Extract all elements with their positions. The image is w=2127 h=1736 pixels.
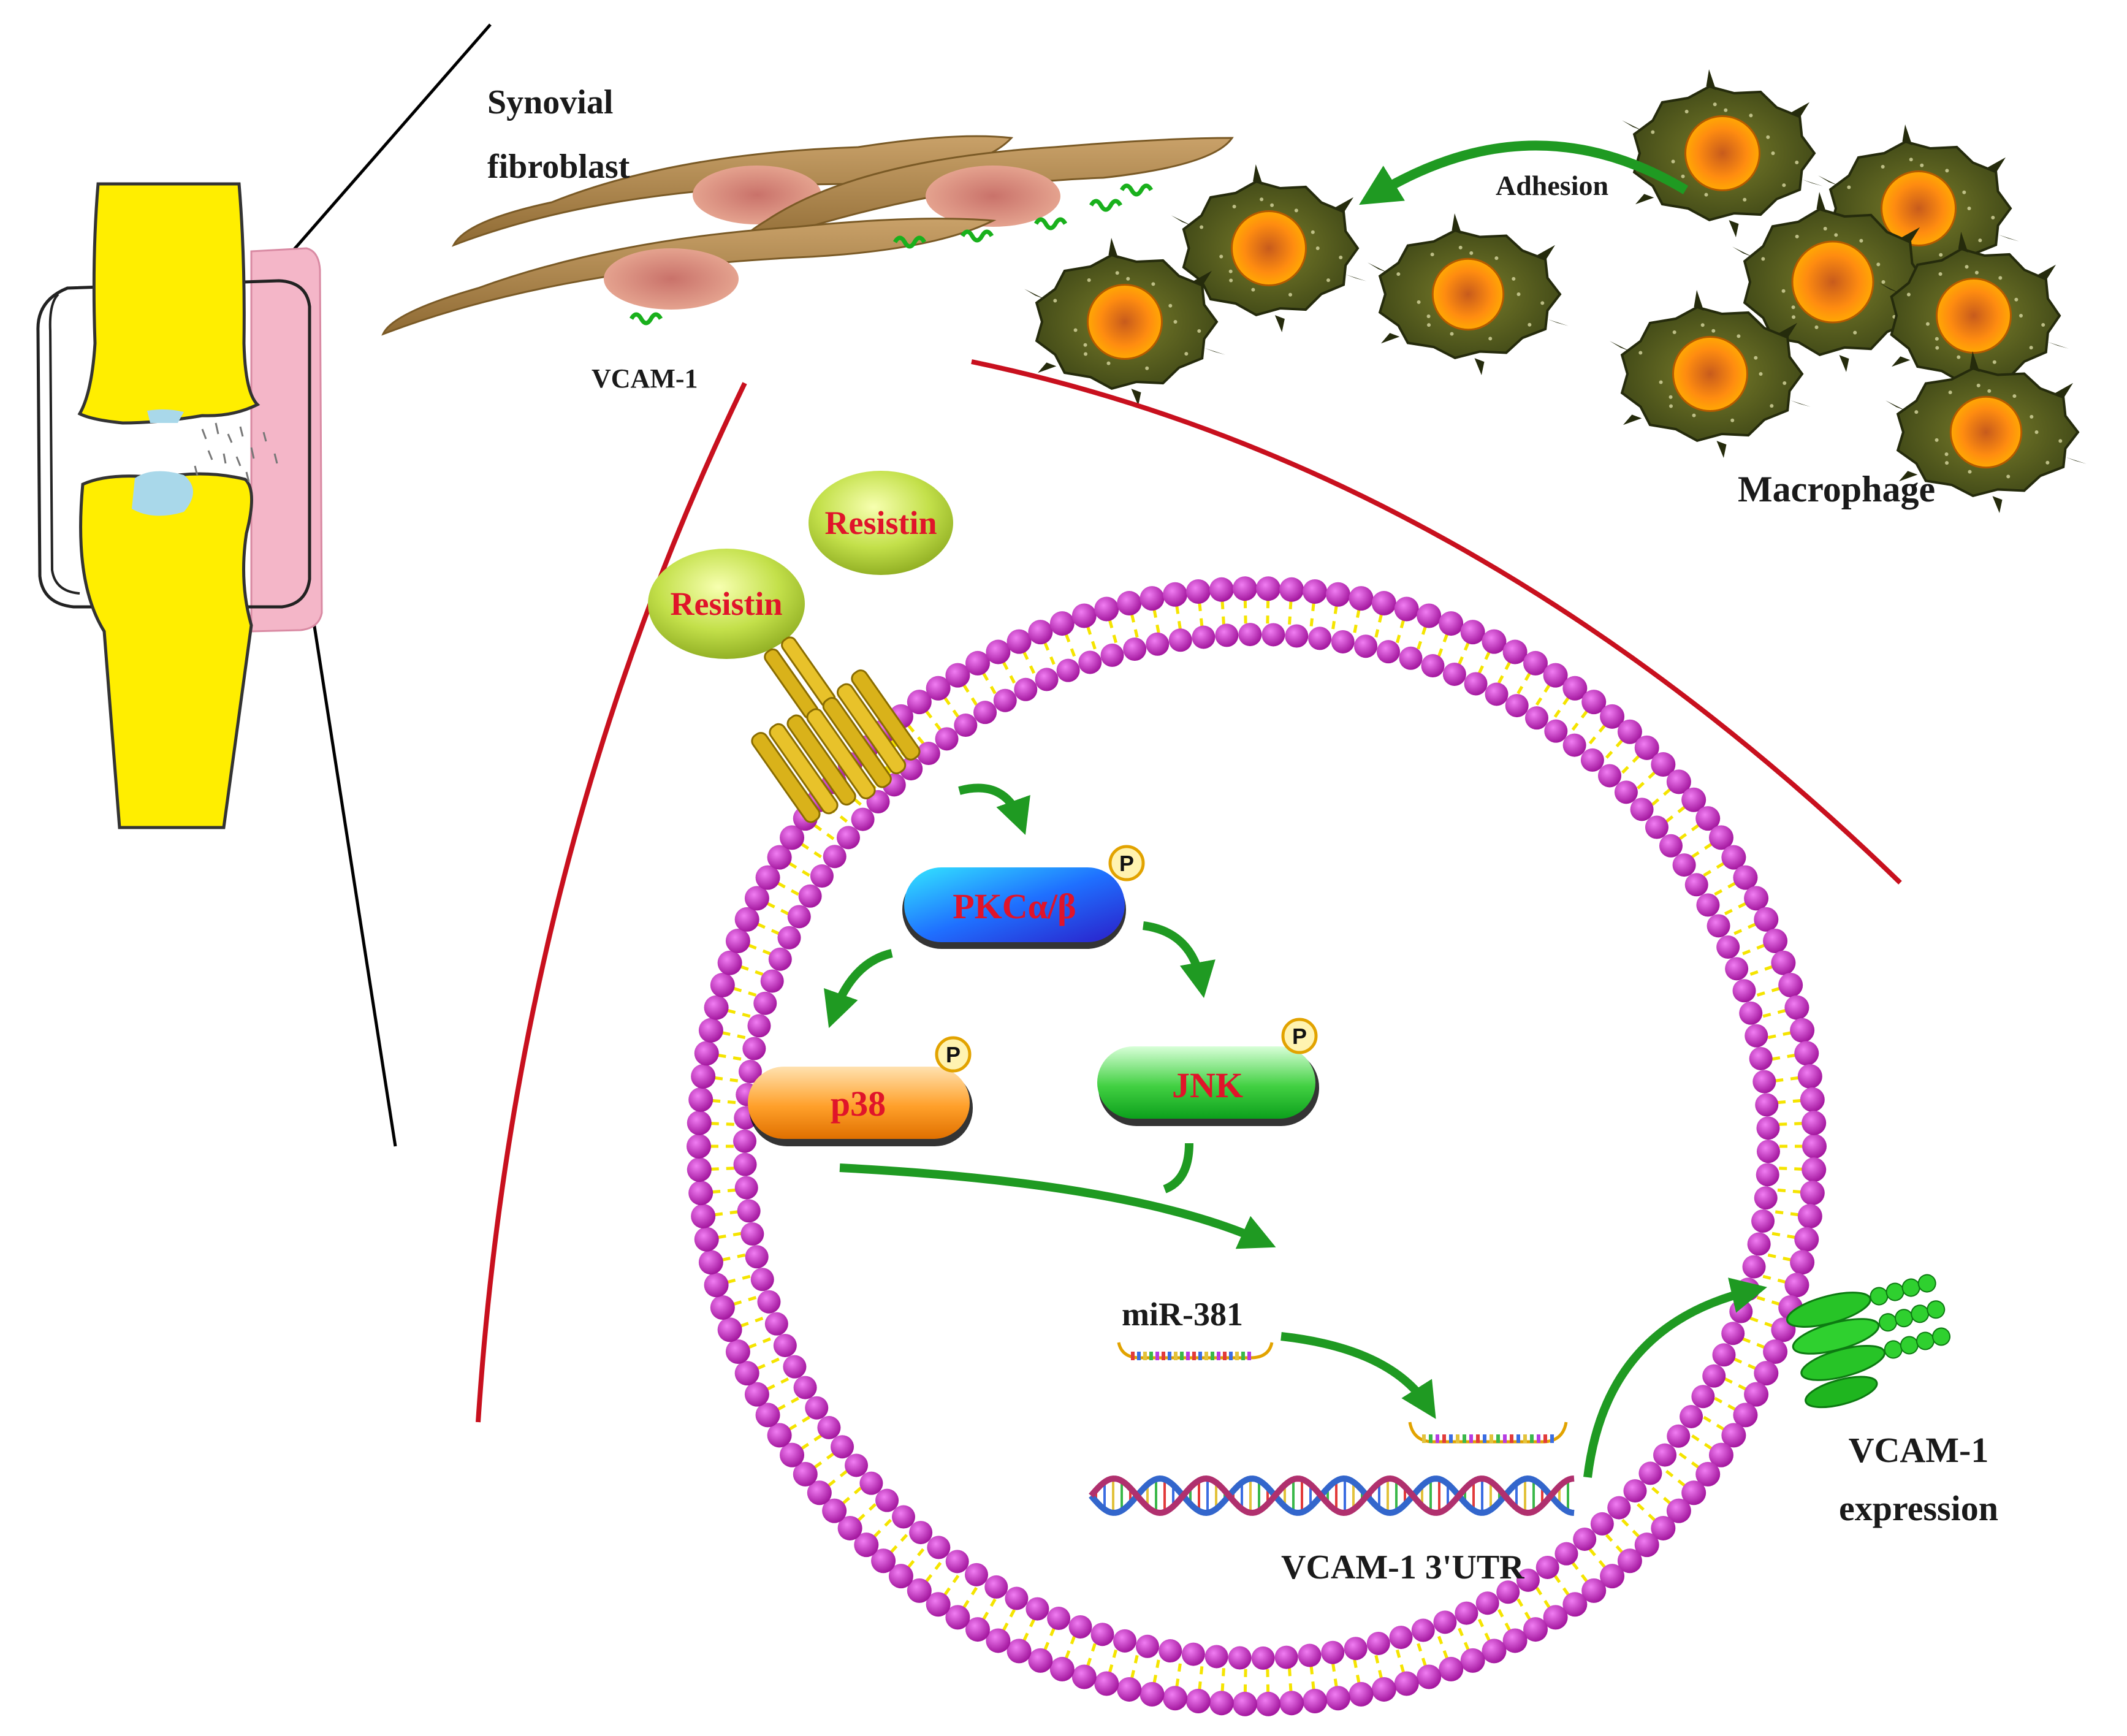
kinases-to-mir-arrow [839, 1163, 1276, 1249]
jnk-merge-line [1163, 1143, 1193, 1194]
pkc-phosphate-icon: P [1108, 845, 1145, 881]
dna-helix-icon [1089, 1475, 1575, 1517]
pkc-to-p38-arrow [824, 949, 893, 1029]
cell-boundary-right [971, 359, 1902, 885]
svg-text:P: P [1292, 1024, 1307, 1049]
pkc-kinase: PKCα/β P [902, 845, 1145, 949]
synovial-label-line1: Synovial [487, 83, 613, 121]
receptor-icon [751, 636, 921, 823]
utr-binding-strand [1408, 1422, 1568, 1444]
cell-membrane-bilayer [687, 576, 1827, 1716]
vcam-adhesion-molecule-icon [1786, 1274, 1950, 1409]
receptor-to-pkc-arrow [958, 783, 1030, 836]
vcam-expression-label-line1: VCAM-1 [1849, 1430, 1989, 1470]
resistin-ligand-2: Resistin [648, 549, 805, 659]
macrophage-cells [1024, 69, 2087, 513]
resistin-label-2: Resistin [670, 585, 782, 622]
mir-to-utr-arrow [1280, 1332, 1436, 1419]
p38-kinase: p38 P [748, 1036, 973, 1146]
jnk-kinase: JNK P [1097, 1018, 1319, 1126]
svg-text:P: P [946, 1042, 961, 1067]
jnk-phosphate-icon: P [1281, 1018, 1318, 1054]
vcam-surface-molecules [629, 183, 1154, 326]
jnk-label: JNK [1172, 1065, 1243, 1105]
pkc-label: PKCα/β [953, 886, 1076, 926]
macrophage-label: Macrophage [1738, 469, 1935, 509]
utr-to-expression-arrow [1583, 1277, 1767, 1478]
adhesion-label: Adhesion [1496, 170, 1608, 201]
cell-boundary-left [476, 382, 747, 1423]
svg-text:P: P [1119, 851, 1134, 876]
synovial-cavity-outline [36, 279, 311, 609]
vcam-small-label: VCAM-1 [592, 364, 698, 394]
utr-label: VCAM-1 3'UTR [1281, 1548, 1524, 1586]
pkc-to-jnk-arrow [1143, 921, 1216, 999]
mir-381-label: miR-381 [1122, 1296, 1243, 1333]
vcam-expression-label-line2: expression [1839, 1488, 1998, 1528]
p38-phosphate-icon: P [935, 1036, 972, 1073]
mir-381-strand [1117, 1342, 1274, 1360]
tibia-bone [79, 472, 253, 829]
femur-bone [77, 182, 261, 425]
synovial-fibroblast-cells [381, 135, 1234, 336]
p38-label: p38 [831, 1084, 886, 1124]
synovial-label-line2: fibroblast [487, 148, 630, 186]
resistin-ligand-1: Resistin [809, 471, 953, 575]
resistin-label-1: Resistin [824, 504, 937, 541]
knee-joint-illustration [36, 23, 492, 1147]
joint-capsule [250, 247, 323, 633]
cartilage-lesion [132, 471, 193, 516]
adhesion-arrow [1359, 140, 1689, 205]
cartilage-debris [194, 422, 278, 482]
